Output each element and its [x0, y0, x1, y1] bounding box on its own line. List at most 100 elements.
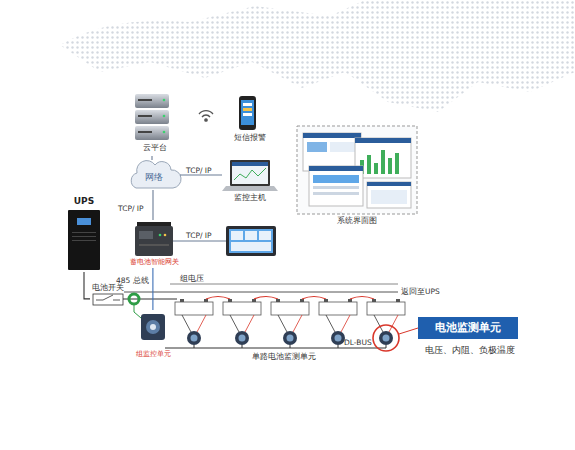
battery-switch-symbol-part	[93, 294, 123, 305]
touch-screen-part	[245, 231, 257, 240]
phone-icon-part	[243, 108, 252, 111]
laptop-icon-part	[230, 160, 270, 186]
interface-screenshots-part	[367, 182, 411, 208]
gateway-device-part	[135, 226, 173, 256]
battery-string-part	[326, 315, 335, 332]
ups-cabinet-part	[68, 210, 100, 270]
gateway-screen-link	[173, 241, 226, 242]
battery-string-part	[319, 302, 357, 315]
dl-bus-line-part	[165, 348, 386, 349]
server-icon-part	[138, 131, 152, 133]
gateway-device-part	[139, 231, 153, 239]
ups-cabinet	[68, 210, 100, 270]
edge-label: TCP/ IP	[118, 204, 144, 213]
battery-string-part	[335, 335, 342, 342]
battery-string-part	[331, 331, 345, 345]
interface-screenshots-part	[395, 153, 399, 174]
interface-screenshots-part	[371, 190, 407, 204]
battery-string-part	[239, 335, 246, 342]
server-icon-part	[163, 115, 166, 118]
wifi-symbol-part	[205, 119, 207, 121]
interface-screenshots-part	[309, 166, 363, 206]
current-sensor-ring-part	[134, 304, 141, 318]
connector-line	[84, 272, 90, 299]
laptop-icon-part	[234, 168, 266, 180]
dot-world-map-part	[60, 0, 575, 112]
group-monitor-device-part	[150, 324, 156, 330]
gateway-device	[135, 222, 173, 256]
battery-switch-symbol-part	[96, 295, 120, 300]
ups-unit: UPS	[64, 196, 104, 272]
interface-screenshots-part	[388, 158, 392, 174]
laptop-icon-part	[232, 162, 268, 166]
phone-icon	[239, 96, 256, 130]
interface-panel: 系统界面图	[297, 126, 417, 226]
battery-gateway: 蓄电池智能网关	[126, 220, 182, 268]
battery-string-part	[293, 315, 302, 332]
interface-screenshots-part	[381, 150, 385, 174]
group-monitor-device	[141, 314, 165, 340]
connector-line	[152, 190, 153, 220]
link-label: TCP/ IP	[186, 231, 212, 240]
battery-string-part	[197, 315, 206, 332]
battery-string-part	[271, 302, 309, 315]
server-icon-part	[163, 99, 166, 102]
interface-screenshots-part	[367, 155, 371, 174]
wire-label: 返回至UPS	[401, 287, 440, 296]
battery-string-part	[367, 302, 405, 315]
callout-circle-part	[373, 325, 399, 351]
interface-screenshots-part	[313, 175, 359, 183]
battery-switch-symbol	[93, 294, 123, 305]
node-label: 系统界面图	[297, 216, 417, 226]
wifi-symbol-part	[199, 111, 213, 114]
group-monitor-device-part	[141, 314, 165, 340]
battery-string-part	[348, 299, 352, 302]
node-label: 网络	[128, 172, 180, 182]
battery-string-part	[372, 299, 376, 302]
wifi-symbol	[199, 111, 213, 122]
touch-screen-part	[231, 242, 271, 251]
phone-icon-part	[243, 113, 252, 116]
battery-string-part	[230, 315, 239, 332]
laptop-icon-part	[222, 186, 278, 191]
ups-cabinet-part	[72, 236, 96, 237]
string-wires	[123, 284, 398, 299]
gateway-screen-link-part	[173, 241, 226, 242]
interface-screenshots-part	[303, 133, 361, 138]
connector-line	[151, 156, 152, 160]
battery-string-part	[379, 331, 393, 345]
battery-monitor-callout: 电池监测单元电压、内阻、负极温度	[418, 317, 522, 359]
phone-icon-part	[241, 100, 254, 125]
callout-circle	[373, 325, 418, 351]
gateway-device-part	[139, 244, 169, 246]
battery-string-part	[254, 297, 278, 300]
node-label: 组监控单元	[128, 350, 178, 358]
monitor-host: 监控主机	[222, 158, 278, 204]
interface-screenshots-part	[313, 186, 359, 189]
wifi-symbol-part	[202, 115, 210, 117]
battery-string-part	[302, 297, 326, 300]
phone-icon-part	[239, 96, 256, 130]
interface-screenshots-part	[367, 182, 411, 186]
server-icon-part	[135, 126, 169, 140]
ups-cabinet-part	[77, 218, 91, 225]
sms-alarm: 短信报警	[228, 94, 272, 146]
dot-world-map	[60, 0, 575, 112]
current-sensor-ring-part	[129, 294, 139, 304]
string-wires-part	[124, 292, 398, 293]
node-label: 蓄电池智能网关	[126, 258, 182, 266]
battery-string-part	[204, 299, 208, 302]
server-icon-part	[135, 110, 169, 124]
node-label: 电池监测单元	[418, 317, 518, 339]
server-icon-part	[163, 131, 166, 134]
battery-string-part	[278, 315, 287, 332]
node-label: 云平台	[125, 143, 185, 153]
group-monitor-unit: 组监控单元	[128, 310, 178, 360]
wire-label: 组电压	[180, 274, 204, 283]
battery-string-part	[228, 299, 232, 302]
interface-screenshots	[297, 126, 417, 214]
battery-string-part	[235, 331, 249, 345]
